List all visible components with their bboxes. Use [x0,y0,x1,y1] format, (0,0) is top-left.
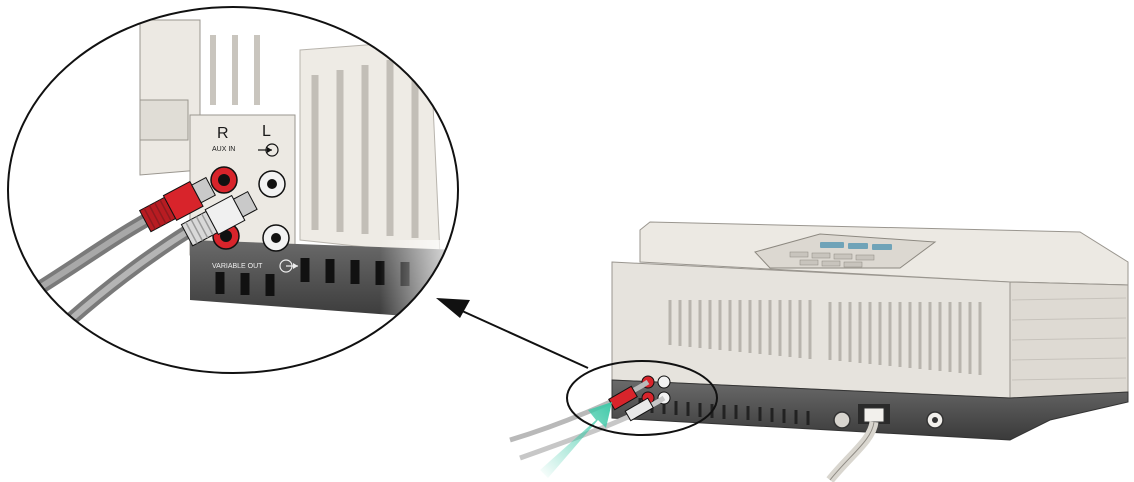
label-left-channel: L [262,123,271,140]
wave-radio-unit [509,221,1129,482]
aux-in-jacks [210,166,286,198]
white-rca-plug [180,190,258,247]
control-panel [754,233,937,269]
label-variable-out: VARIABLE OUT [212,263,263,270]
label-aux-in: AUX IN [212,146,235,153]
small-cables [509,379,666,461]
output-arrow-icon [279,259,298,273]
zoom-view: R L AUX IN VARIABLE OUT [7,6,459,374]
large-callout-ellipse [7,6,459,374]
variable-out-jacks [212,222,290,252]
label-right-channel: R [217,125,229,142]
input-arrow-icon [258,143,279,157]
insert-direction-arrow [540,402,612,478]
heat-sink-fins [668,300,982,375]
zoom-callout-arrow [436,298,589,369]
power-socket [833,404,944,429]
small-callout-ellipse [566,360,718,436]
red-rca-plug [138,176,216,233]
